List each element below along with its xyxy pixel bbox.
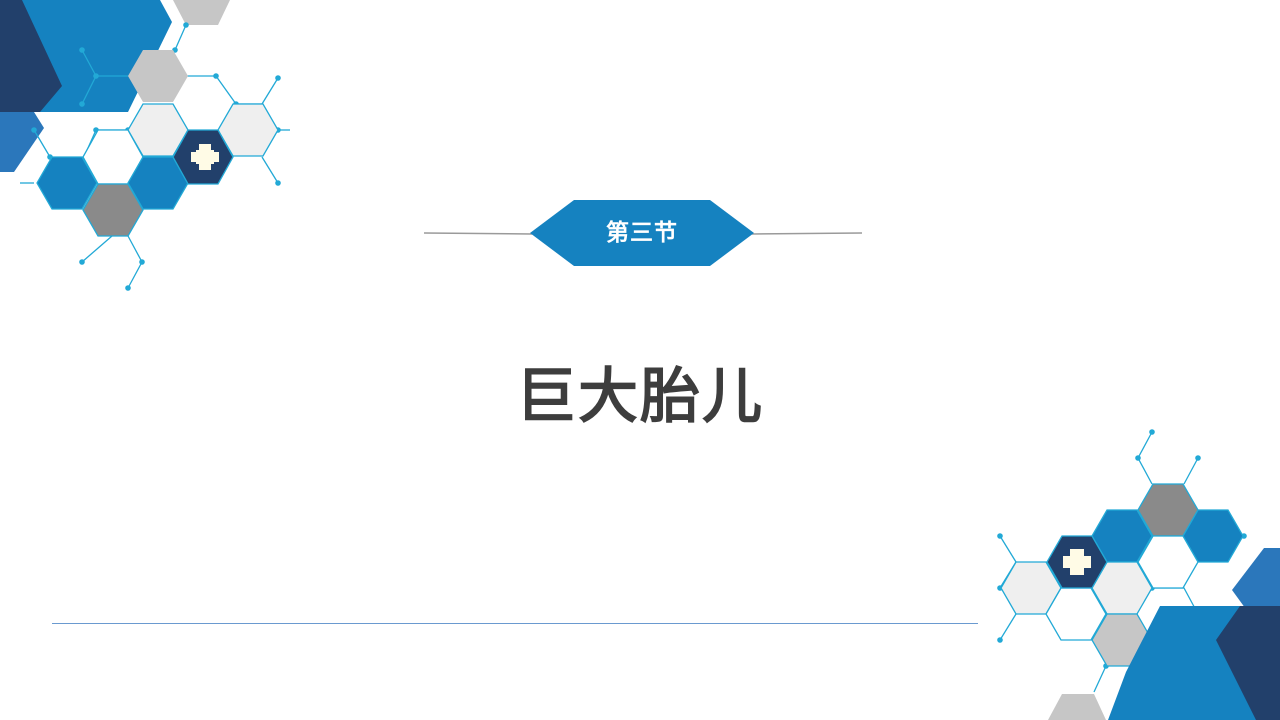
medical-cross-icon	[191, 144, 219, 170]
section-badge: 第三节	[424, 200, 862, 266]
footer-divider	[52, 623, 978, 624]
page-title: 巨大胎儿	[516, 362, 764, 432]
section-label: 第三节	[606, 220, 678, 246]
section-badge-shape	[424, 200, 862, 266]
top-left-hexagon-decoration	[0, 0, 290, 291]
